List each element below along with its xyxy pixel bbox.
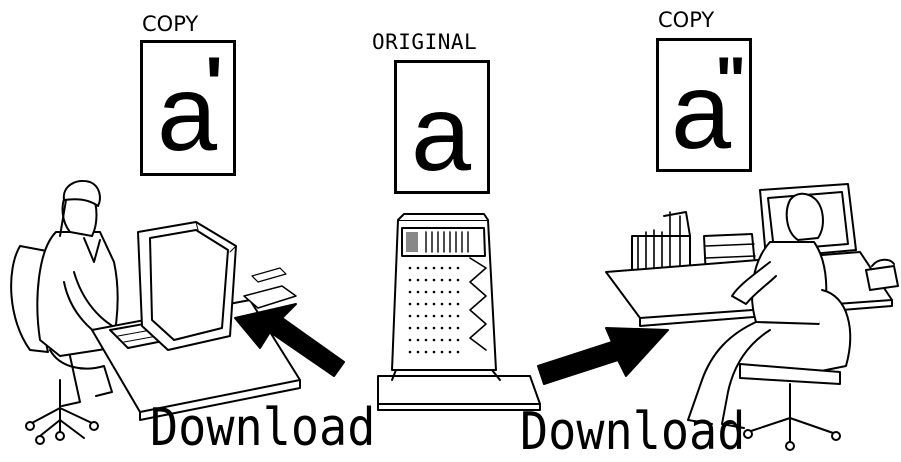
copy-caption: COPY <box>658 10 714 31</box>
original-caption: ORIGINAL <box>372 32 477 53</box>
document-letter: a <box>411 79 471 187</box>
original-document: a <box>394 60 490 194</box>
copy-caption: COPY <box>142 14 198 35</box>
copy-document-left: a ' <box>140 40 236 176</box>
copy-double-prime-mark: " <box>715 47 746 113</box>
copy-prime-mark: ' <box>205 47 223 123</box>
download-label-right: Download <box>520 406 745 458</box>
copy-document-right: a " <box>656 38 752 172</box>
download-label-left: Download <box>150 402 375 454</box>
server-tower-icon <box>378 214 540 410</box>
